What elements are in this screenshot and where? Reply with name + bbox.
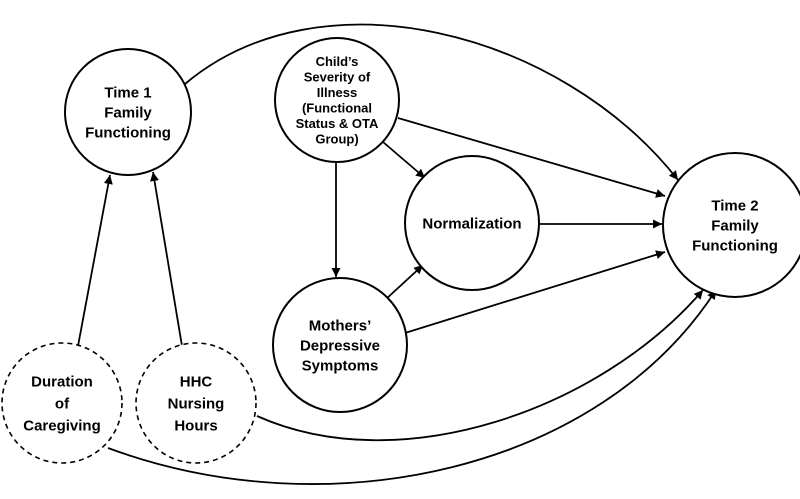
node-time2-label-line: Functioning <box>692 237 778 254</box>
node-severity-label-line: Group) <box>315 131 358 146</box>
arrow-severity-to-time2 <box>397 117 666 198</box>
node-normalization-label-line: Normalization <box>422 215 521 232</box>
node-time2-circle <box>662 152 800 298</box>
arrow-time1-to-time2 <box>184 23 679 181</box>
node-hhc-label-line: HHC <box>180 373 213 390</box>
node-hhc-label-line: Hours <box>174 417 217 434</box>
node-time1-label-line: Time 1 <box>104 84 151 101</box>
node-severity-label-line: Severity of <box>304 69 371 84</box>
node-duration-circle <box>1 342 123 464</box>
node-depressive-circle <box>272 277 408 413</box>
arrow-hhc-to-time2 <box>256 289 704 442</box>
node-depressive-label-line: Mothers’ <box>309 317 372 334</box>
node-severity-label-line: Status & OTA <box>296 116 379 131</box>
node-severity-circle <box>274 37 400 163</box>
arrow-duration-to-time1 <box>77 174 113 347</box>
arrow-depressive-to-normalization <box>384 264 424 301</box>
node-time2-label-line: Family <box>711 217 759 234</box>
node-time1-label-line: Functioning <box>85 124 171 141</box>
node-hhc-circle <box>135 342 257 464</box>
node-duration-label-line: Duration <box>31 373 93 390</box>
node-severity-label-line: (Functional <box>302 100 372 115</box>
node-normalization: Normalization <box>404 155 540 291</box>
node-depressive-label-line: Depressive <box>300 337 380 354</box>
node-depressive-label-line: Symptoms <box>302 357 379 374</box>
node-severity-label-line: Illness <box>317 85 357 100</box>
node-hhc-label-line: Nursing <box>168 395 225 412</box>
node-duration-label-line: of <box>55 395 70 412</box>
node-severity-label-line: Child’s <box>316 54 359 69</box>
arrow-depressive-to-time2 <box>404 250 666 334</box>
arrow-severity-to-normalization <box>382 141 426 179</box>
node-time2-label-line: Time 2 <box>711 197 758 214</box>
node-time1-label-line: Family <box>104 104 152 121</box>
arrow-duration-to-time2 <box>107 289 717 485</box>
edges-layer <box>77 23 717 485</box>
node-time1-circle <box>64 48 192 176</box>
arrow-hhc-to-time1 <box>150 171 183 347</box>
node-normalization-circle <box>404 155 540 291</box>
node-duration-label-line: Caregiving <box>23 417 101 434</box>
